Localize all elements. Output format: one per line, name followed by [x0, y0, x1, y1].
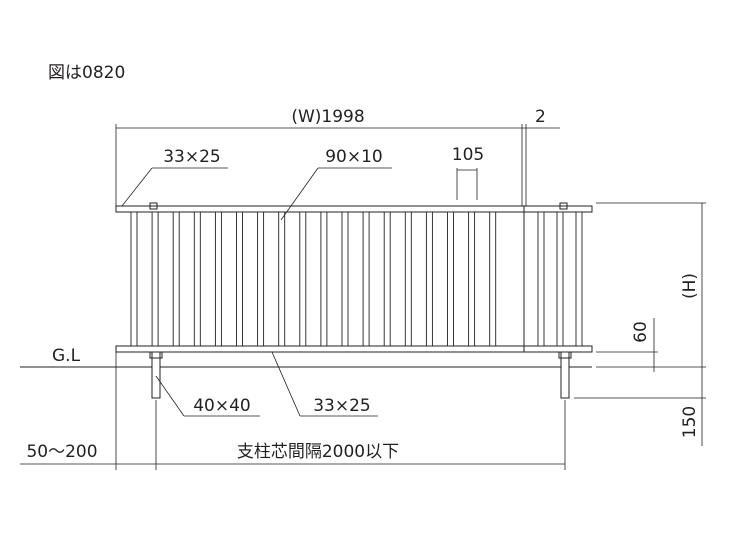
- picket: [172, 211, 180, 347]
- post-right: [560, 351, 570, 399]
- picket: [299, 211, 307, 347]
- picket: [383, 211, 391, 347]
- post-left: [151, 351, 161, 399]
- top-rail-label: 33×25: [163, 147, 221, 167]
- width-label: (W)1998: [291, 107, 364, 127]
- picket: [278, 211, 286, 347]
- ground-line-label: G.L: [52, 346, 81, 366]
- picket: [257, 211, 265, 347]
- picket: [193, 211, 201, 347]
- post-left-cap: [149, 351, 163, 359]
- picket-label: 90×10: [325, 147, 383, 167]
- height-dimension: (H): [596, 202, 706, 367]
- post-label: 40×40: [193, 396, 251, 416]
- picket: [575, 211, 583, 347]
- bottom-dimensions: 50〜200 支柱芯間隔2000以下: [20, 352, 566, 470]
- picket: [130, 211, 138, 347]
- picket: [468, 211, 476, 347]
- post-callout: 40×40: [155, 375, 260, 417]
- picket: [556, 211, 564, 347]
- picket: [404, 211, 412, 347]
- picket: [320, 211, 328, 347]
- picket: [447, 211, 454, 347]
- picket-callout: 90×10: [280, 147, 392, 221]
- post-right-cap: [558, 351, 572, 359]
- bottom-rail: [115, 345, 593, 353]
- picket: [362, 211, 370, 347]
- picket: [151, 211, 159, 347]
- clearance-label: 60: [631, 321, 651, 343]
- fence-panel: [115, 202, 593, 353]
- figure-note: 図は0820: [48, 63, 125, 83]
- top-bracket-right: [559, 202, 568, 210]
- bottom-rail-label: 33×25: [313, 396, 371, 416]
- picket: [214, 211, 222, 347]
- posts: [149, 351, 572, 399]
- picket: [236, 211, 243, 347]
- top-rail-callout: 33×25: [121, 147, 228, 207]
- height-label: (H): [680, 273, 700, 299]
- clearance-dimension: 60: [596, 318, 706, 372]
- picket-pitch-dimension: 105: [452, 145, 484, 200]
- top-rail: [115, 205, 593, 213]
- picket: [425, 211, 433, 347]
- picket: [341, 211, 349, 347]
- edge-offset-label: 50〜200: [26, 442, 97, 462]
- embed-dimension: 150: [574, 367, 706, 446]
- bottom-rail-callout: 33×25: [271, 351, 378, 417]
- pickets: [130, 211, 583, 347]
- picket: [489, 211, 497, 347]
- top-bracket-left: [149, 202, 158, 210]
- width-dimension: (W)1998 2: [115, 107, 560, 206]
- embed-depth-label: 150: [680, 406, 700, 438]
- ground-line: G.L: [20, 346, 592, 368]
- post-spacing-label: 支柱芯間隔2000以下: [237, 442, 399, 462]
- gap-label: 2: [535, 107, 546, 127]
- picket-pitch-label: 105: [452, 145, 484, 165]
- picket: [537, 211, 545, 347]
